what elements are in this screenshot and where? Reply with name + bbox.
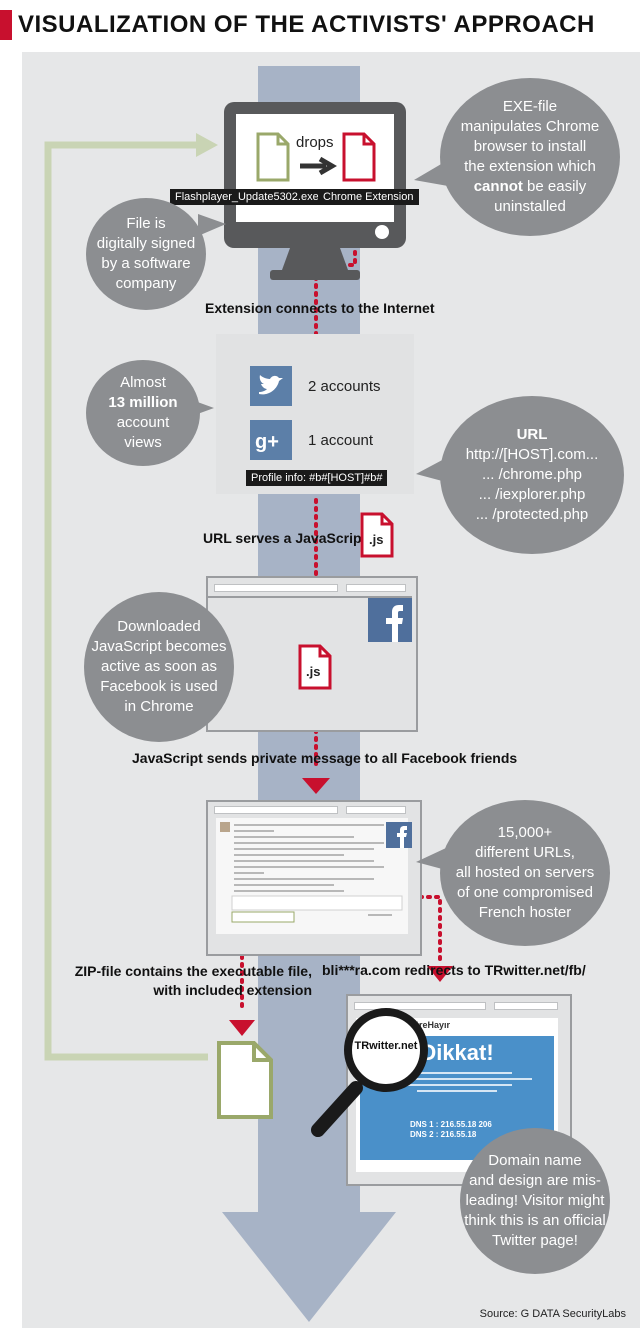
bubble-domain-misleading: Domain name and design are mis- leading!…	[460, 1128, 610, 1274]
browser-tab-2	[346, 584, 406, 592]
magnifier-icon	[311, 1008, 428, 1137]
browser-tab-1	[214, 584, 338, 592]
magnifier-label: TRwitter.net	[354, 1040, 418, 1052]
bubble-js-active: Downloaded JavaScript becomes active as …	[84, 592, 234, 742]
caption-redirect: bli***ra.com redirects to TRwitter.net/f…	[322, 962, 586, 978]
exe-filename-label: Flashplayer_Update5302.exe	[170, 189, 324, 205]
bubble-url-list: URL http://[HOST].com... ... /chrome.php…	[440, 396, 624, 554]
title-accent-bar	[0, 10, 12, 40]
zip-file-icon	[217, 1041, 273, 1119]
bubble-account-views: Almost 13 million account views	[86, 360, 200, 466]
facebook-icon-small	[386, 822, 412, 848]
loop-arrow-head	[196, 133, 218, 157]
loop-arrow-line	[44, 141, 208, 1061]
drops-label: drops	[296, 134, 334, 151]
twitter-icon	[250, 366, 292, 406]
js-file-label-2: .js	[306, 664, 321, 679]
twitter-account-count: 2 accounts	[308, 378, 381, 395]
accounts-box	[216, 334, 414, 494]
source-credit: Source: G DATA SecurityLabs	[479, 1308, 626, 1320]
dns-line-1: DNS 1 : 216.55.18 206	[410, 1120, 492, 1129]
fake-site-name: SansüreHayır	[392, 1020, 451, 1030]
drops-arrow-icon	[300, 156, 337, 176]
caption-zip-file: ZIP-file contains the executable file, w…	[74, 963, 312, 998]
chrome-extension-label: Chrome Extension	[318, 189, 419, 205]
facebook-icon	[368, 598, 412, 642]
main-flow-arrow-head	[222, 1212, 396, 1322]
extension-file-icon	[342, 132, 376, 182]
page-title: VISUALIZATION OF THE ACTIVISTS' APPROACH	[18, 11, 595, 38]
message-text-lines	[220, 822, 403, 923]
warning-text-lines	[382, 1072, 532, 1092]
caption-extension-connects: Extension connects to the Internet	[205, 300, 435, 316]
bubble-exe-manipulates: EXE-file manipulates Chrome browser to i…	[440, 78, 620, 236]
bubble-digitally-signed: File is digitally signed by a software c…	[86, 198, 206, 310]
exe-file-icon	[256, 132, 290, 182]
google-plus-icon: g+	[250, 420, 292, 460]
google-plus-account-count: 1 account	[308, 432, 374, 449]
caption-js-sends-message: JavaScript sends private message to all …	[132, 750, 518, 766]
bubble-15000-urls: 15,000+ different URLs, all hosted on se…	[440, 800, 610, 946]
profile-info-label: Profile info: #b#[HOST]#b#	[246, 470, 388, 486]
svg-text:g+: g+	[255, 431, 279, 453]
js-file-icon-2	[298, 644, 332, 690]
js-file-label-1: .js	[369, 532, 384, 547]
dns-line-2: DNS 2 : 216.55.18	[410, 1130, 477, 1139]
warning-heading: Dikkat!	[420, 1040, 494, 1065]
js-file-icon-1	[360, 512, 394, 558]
caption-url-serves-js: URL serves a JavaScript	[203, 530, 367, 546]
